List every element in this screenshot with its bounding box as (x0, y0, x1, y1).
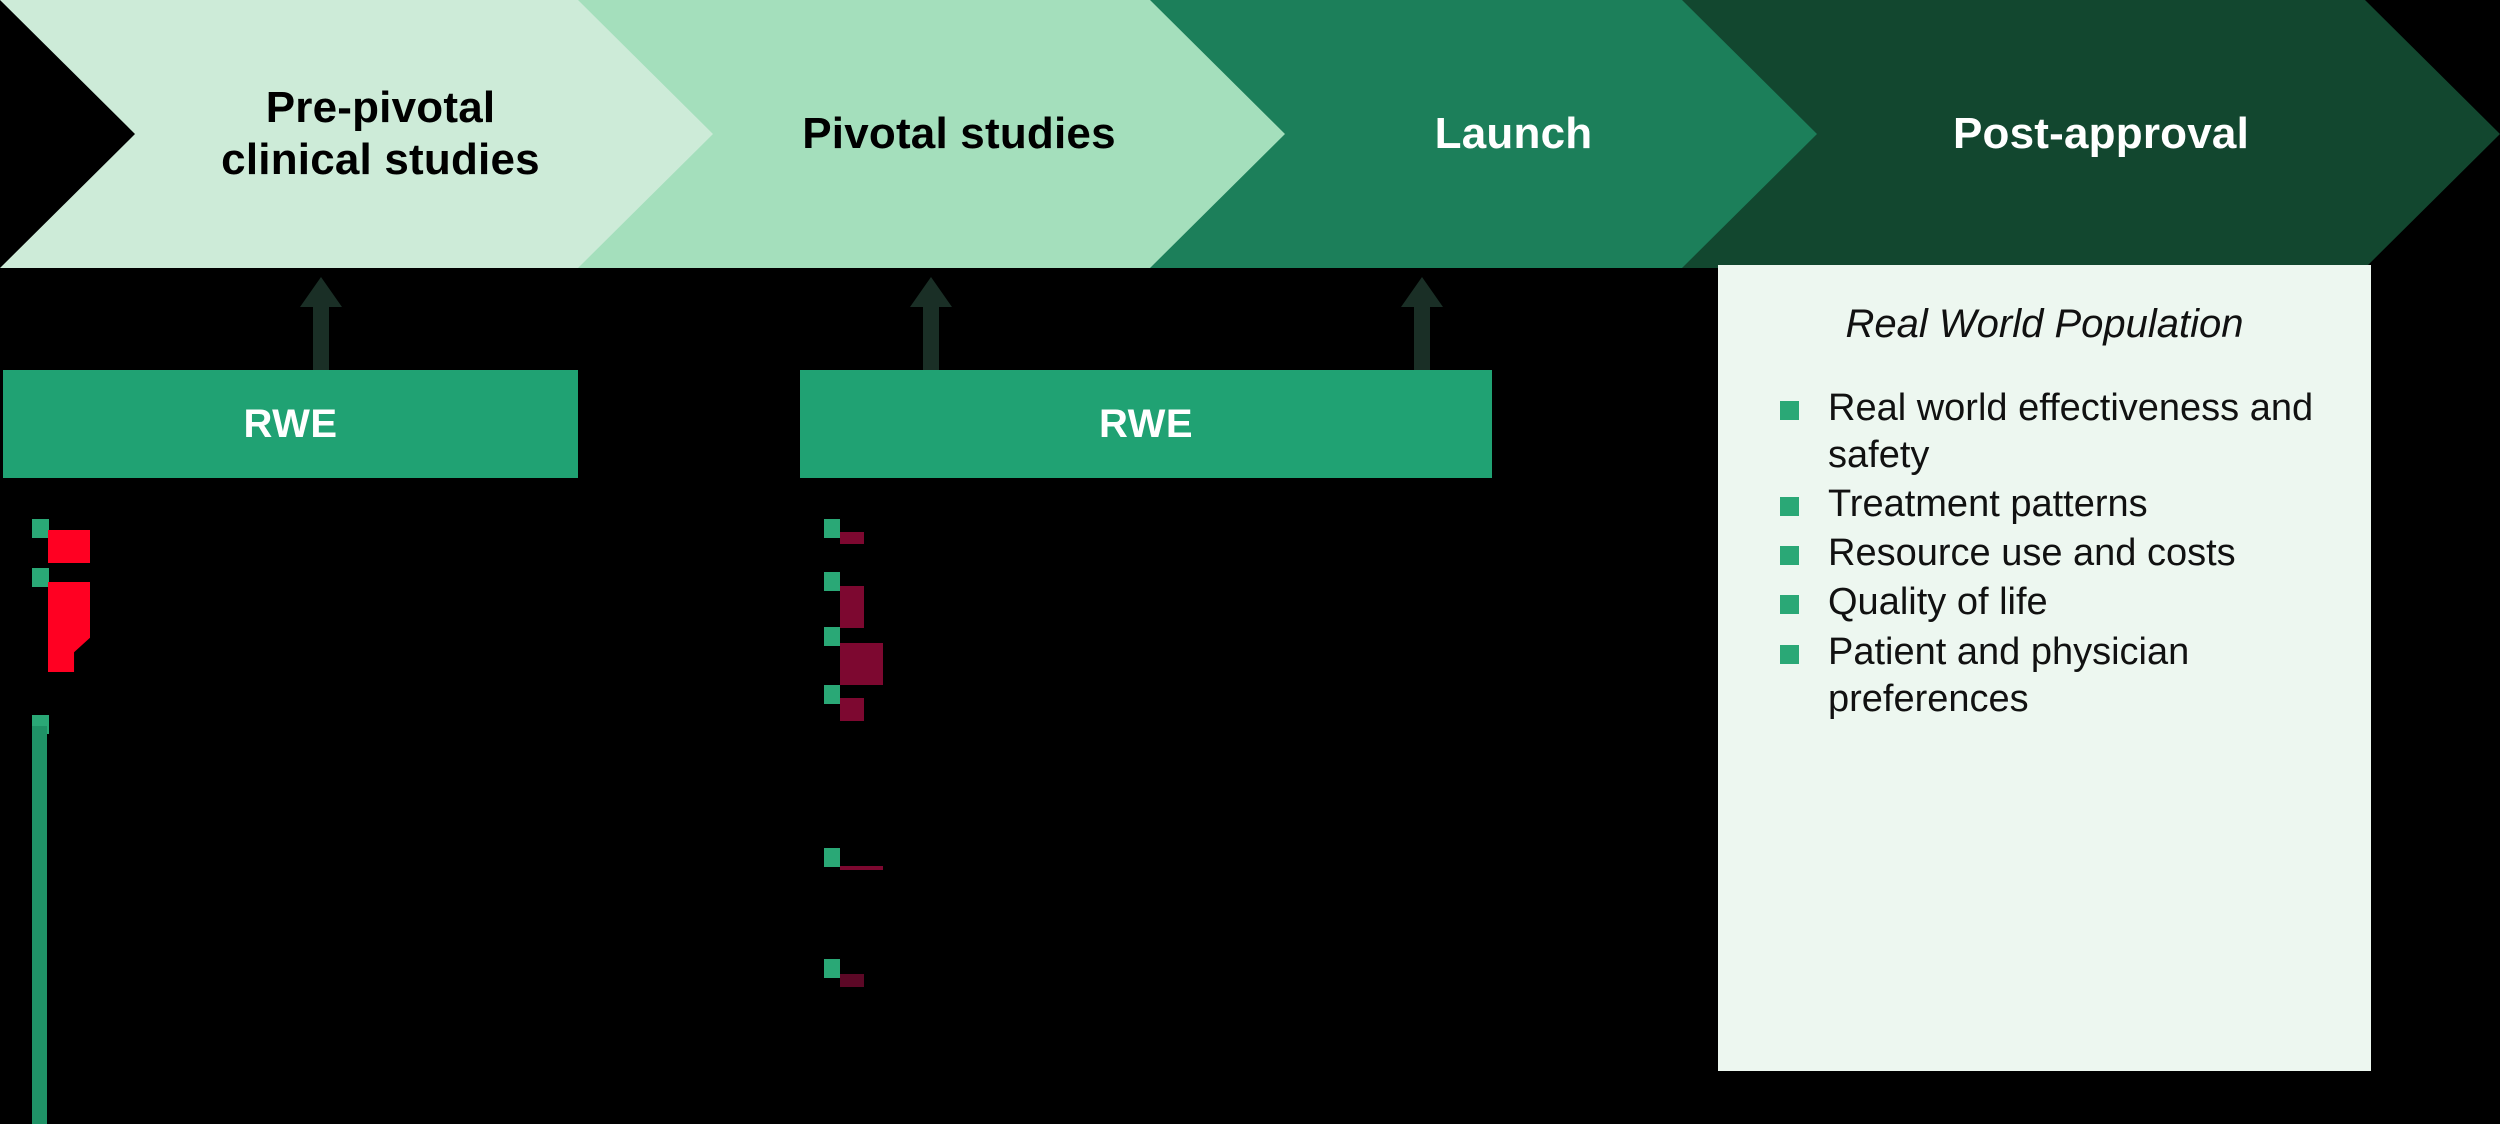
artifact-block (840, 532, 864, 544)
list-item: Patient and physician preferences (1756, 629, 2341, 723)
rwe-bar-label-left: RWE (243, 401, 338, 446)
up-arrow-icon-1 (298, 277, 344, 377)
stage-label-post-approval: Post-approval (1953, 109, 2249, 159)
artifact-marker (824, 685, 840, 704)
stage-label-pre-pivotal: Pre-pivotal clinical studies (221, 83, 540, 184)
artifact-marker (824, 959, 840, 978)
artifact-block (840, 974, 864, 987)
list-item: Treatment patterns (1756, 481, 2341, 528)
artifact-bar (32, 726, 47, 1124)
artifact-marker (824, 572, 840, 591)
artifact-marker (32, 519, 49, 538)
up-arrow-icon-2 (908, 277, 954, 377)
stage-label-pivotal: Pivotal studies (802, 109, 1116, 159)
artifact-block (840, 866, 883, 870)
real-world-population-panel: Real World Population RWE Real world eff… (1718, 265, 2371, 1071)
list-item: Resource use and costs (1756, 530, 2341, 577)
panel-bullet-list: Real world effectiveness and safety Trea… (1718, 385, 2371, 723)
list-item: Real world effectiveness and safety (1756, 385, 2341, 479)
stage-chevron-pre-pivotal[interactable]: Pre-pivotal clinical studies (0, 0, 725, 268)
artifact-marker (824, 848, 840, 867)
stage-banner: Pre-pivotal clinical studies Pivotal stu… (0, 0, 2500, 268)
rwe-bar-pre-pivotal[interactable]: RWE (3, 370, 578, 478)
artifact-block (840, 698, 864, 721)
artifact-marker (824, 627, 840, 646)
rwe-bar-pivotal[interactable]: RWE (800, 370, 1492, 478)
rwe-bar-label-middle: RWE (1098, 401, 1194, 446)
panel-title: Real World Population (1845, 302, 2244, 346)
artifact-block (48, 530, 90, 563)
stage-chevron-post-approval[interactable]: Post-approval (1682, 0, 2500, 268)
artifact-block (840, 643, 883, 685)
stage-label-launch: Launch (1434, 109, 1593, 159)
artifact-block (840, 586, 864, 628)
stage-chevron-launch[interactable]: Launch (1150, 0, 1833, 268)
artifact-marker (32, 568, 49, 587)
artifact-block (48, 582, 90, 672)
up-arrow-icon-3 (1399, 277, 1445, 377)
list-item: Quality of life (1756, 579, 2341, 626)
artifact-marker (824, 519, 840, 538)
